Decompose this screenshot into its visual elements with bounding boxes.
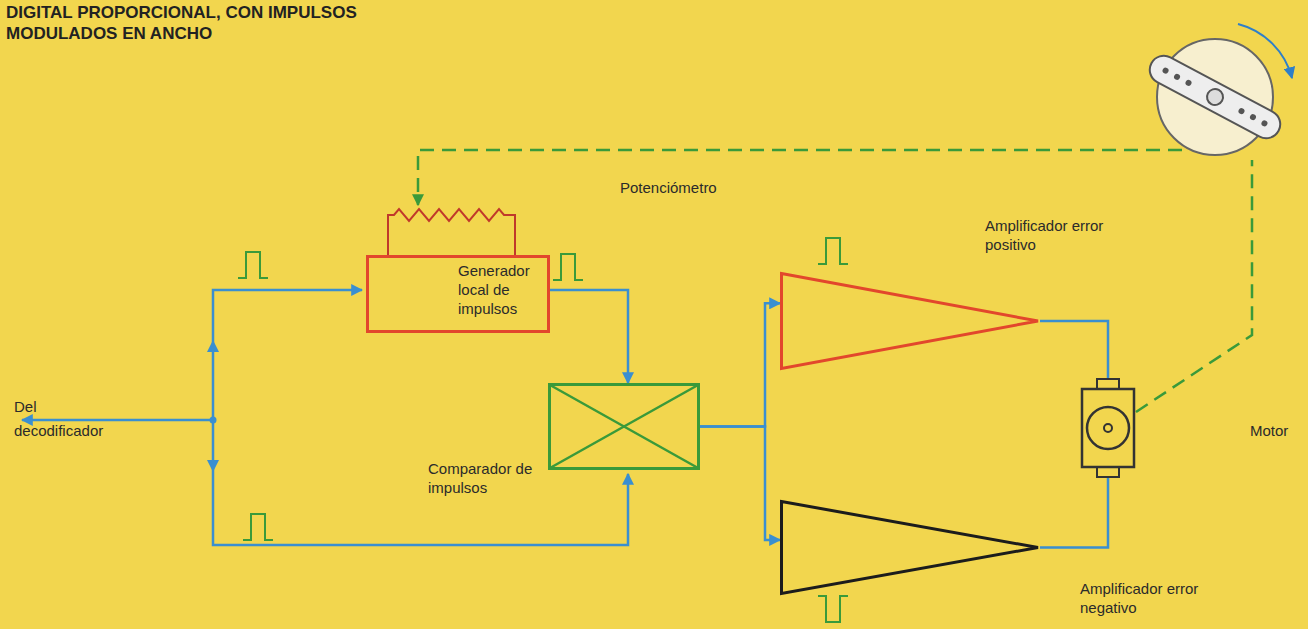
part-label: Potenciómetro bbox=[620, 178, 717, 197]
comparator-box: Comparador de impulsos bbox=[548, 383, 700, 470]
node-label: Amplificador error negativo bbox=[1080, 579, 1205, 617]
signal-wire bbox=[700, 427, 780, 540]
input-wire bbox=[22, 419, 213, 422]
signal-wire bbox=[700, 303, 780, 426]
servo-wheel bbox=[1157, 39, 1273, 155]
direction-arrow bbox=[207, 460, 219, 472]
feedback-link bbox=[1136, 160, 1252, 412]
diagram-title: DIGITAL PROPORCIONAL, CON IMPULSOS MODUL… bbox=[6, 2, 376, 44]
amplifier-triangle: Amplificador error negativo bbox=[780, 500, 1040, 595]
servo-horn bbox=[1145, 51, 1285, 143]
motor-symbol: Motor bbox=[1080, 378, 1136, 478]
node-label: Comparador de impulsos bbox=[428, 459, 540, 497]
node-outline bbox=[1080, 378, 1136, 478]
signal-wire bbox=[550, 290, 628, 383]
pulse-symbol bbox=[818, 596, 848, 622]
junction-dot bbox=[210, 417, 217, 424]
feedback-link bbox=[418, 150, 1182, 205]
signal-wire bbox=[1040, 321, 1108, 378]
generator-box: Generador local de impulsos bbox=[366, 255, 550, 333]
signal-wire bbox=[1040, 478, 1108, 548]
pulse-symbol bbox=[238, 252, 268, 278]
node-outline bbox=[780, 272, 1040, 370]
pulse-symbol bbox=[553, 254, 583, 280]
input-wire bbox=[213, 290, 362, 420]
node-label: Generador local de impulsos bbox=[458, 261, 540, 318]
rotation-arrow bbox=[1238, 24, 1292, 78]
pulse-symbol bbox=[243, 514, 273, 540]
resistor-symbol bbox=[388, 209, 515, 256]
node-label: Amplificador error positivo bbox=[985, 216, 1115, 254]
amplifier-triangle: Amplificador error positivo bbox=[780, 272, 1040, 370]
signal-label: Del decodificador bbox=[14, 395, 114, 443]
node-label: Motor bbox=[1250, 421, 1288, 440]
node-outline bbox=[780, 500, 1040, 595]
node-outline bbox=[548, 383, 700, 470]
direction-arrow bbox=[207, 340, 219, 352]
pulse-symbol bbox=[818, 238, 848, 264]
